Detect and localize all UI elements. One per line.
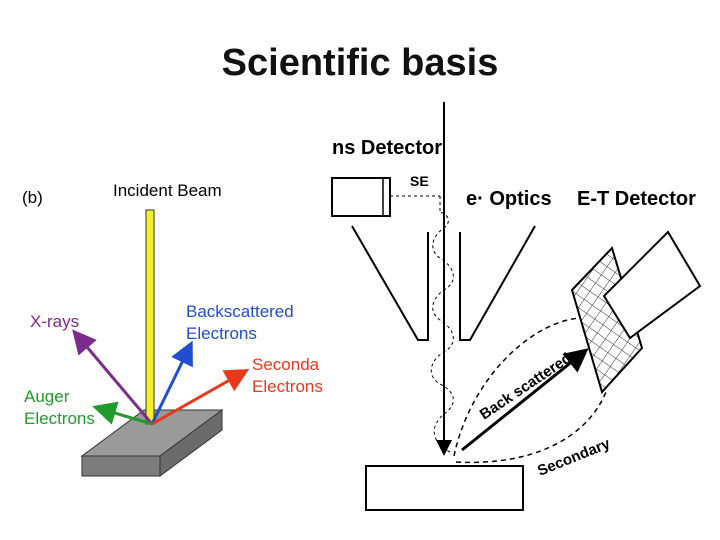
se-spiral-path: [430, 211, 454, 453]
backscattered-arrow: [150, 340, 193, 425]
et-detector-body: [602, 230, 702, 340]
et-detector-grid: [570, 246, 644, 394]
specimen-block: [365, 465, 524, 511]
secondary-label: Secondary: [535, 435, 613, 480]
secondary-trajectory-upper: [453, 317, 581, 457]
xrays-label: X-rays: [30, 312, 79, 331]
secondary-label-1: Seconda: [252, 355, 320, 374]
secondary-arrow: [151, 369, 250, 426]
se-tag-label: SE: [410, 173, 429, 189]
left-diagram: (b) Incident Beam X-rays Backscattered E…: [22, 181, 323, 477]
sample-slab-front: [81, 455, 161, 477]
optics-label: e· Optics: [466, 188, 552, 210]
lens-right-wall: [459, 225, 536, 341]
lens-left-wall: [351, 225, 429, 341]
incident-beam-label: Incident Beam: [113, 181, 222, 200]
incident-beam: [145, 209, 155, 425]
secondary-label-2: Electrons: [252, 377, 323, 396]
panel-label: (b): [22, 188, 43, 207]
xrays-arrow: [72, 329, 154, 425]
auger-label-1: Auger: [24, 387, 70, 406]
slide-title: Scientific basis: [221, 42, 499, 84]
auger-arrow: [92, 401, 153, 426]
sample-slab-side: [159, 409, 223, 477]
et-detector-label: E-T Detector: [577, 188, 696, 210]
bse-detector-box: [331, 177, 391, 217]
backscattered-label-1: Backscattered: [186, 302, 294, 321]
backscattered-label: Back scattered: [477, 350, 575, 424]
right-diagram: ns Detector SE e· Optics E-T Detector Ba…: [331, 102, 702, 511]
bse-detector-label: ns Detector: [332, 137, 442, 159]
backscattered-label-2: Electrons: [186, 324, 257, 343]
backscattered-arrow: [461, 348, 589, 452]
auger-label-2: Electrons: [24, 409, 95, 428]
